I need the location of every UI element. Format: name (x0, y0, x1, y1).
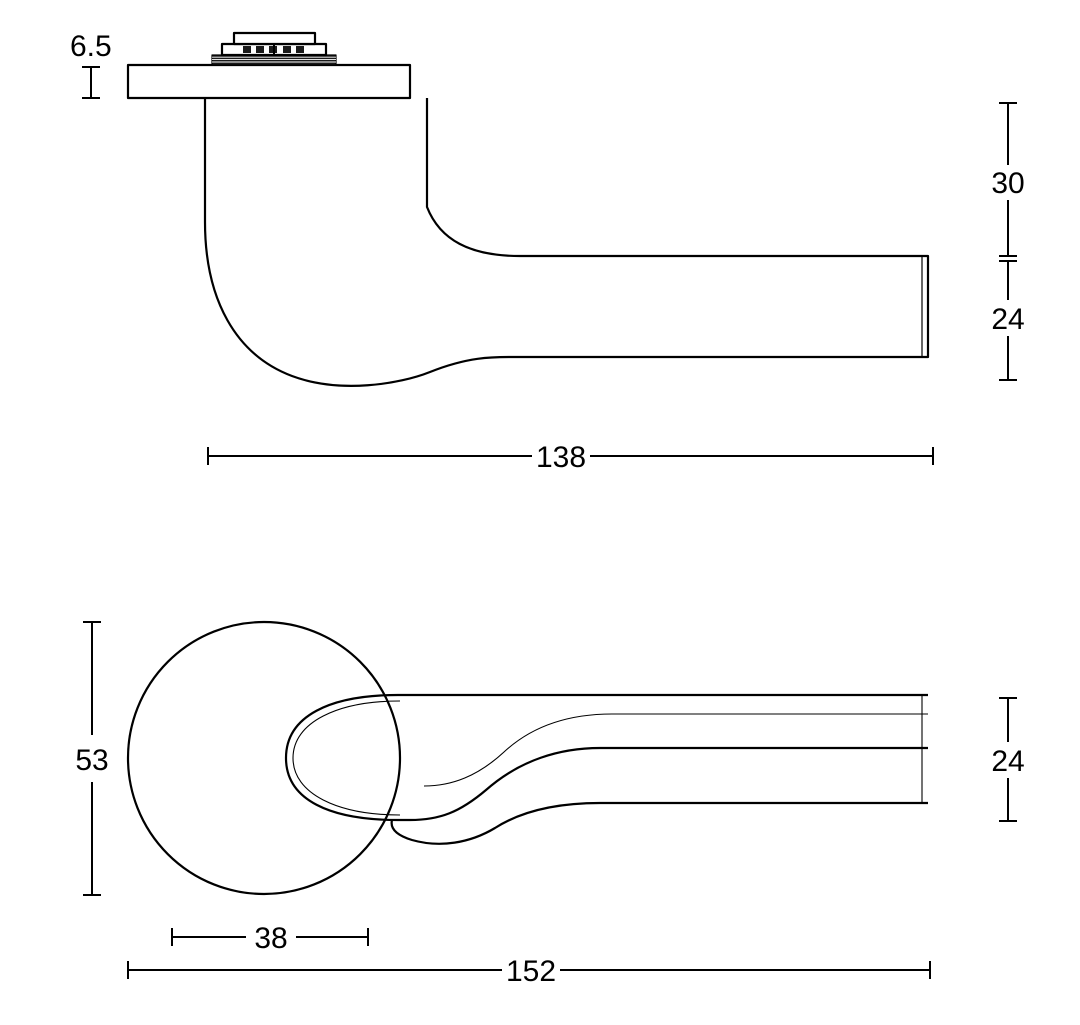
plan-view (126, 620, 928, 896)
rose-neck-inner-arc-plan (292, 700, 401, 816)
dimension-rose-diameter (83, 621, 101, 896)
dimension-label-lever-height: 24 (991, 303, 1024, 336)
dimension-rose-offset (171, 928, 369, 946)
lever-lower-flank-plan (390, 801, 928, 845)
dimension-label-lever-projection: 138 (536, 441, 586, 474)
rose-plate-side (126, 63, 412, 100)
lever-neck-chamfer-plan (423, 713, 613, 787)
dimension-lever-width (999, 697, 1017, 822)
dimension-label-rose-diameter: 53 (75, 744, 108, 777)
dimension-label-rose-offset: 38 (254, 922, 287, 955)
side-elevation-view (126, 31, 930, 387)
spindle-fixing-detail (211, 31, 337, 66)
dimension-lever-vertical-chain (999, 102, 1017, 381)
lever-outline-side (203, 98, 930, 387)
dimension-label-lever-width: 24 (991, 745, 1024, 778)
lever-outline-plan (284, 693, 928, 822)
dimension-label-lever-drop-upper: 30 (991, 167, 1024, 200)
dimension-label-rose-thickness: 6.5 (70, 30, 112, 63)
dimension-label-overall-length: 152 (506, 955, 556, 988)
dimension-overall-length (127, 961, 931, 979)
rose-circle-plan (126, 620, 402, 896)
dimension-rose-thickness (82, 66, 100, 99)
dimension-lever-projection (207, 447, 934, 465)
